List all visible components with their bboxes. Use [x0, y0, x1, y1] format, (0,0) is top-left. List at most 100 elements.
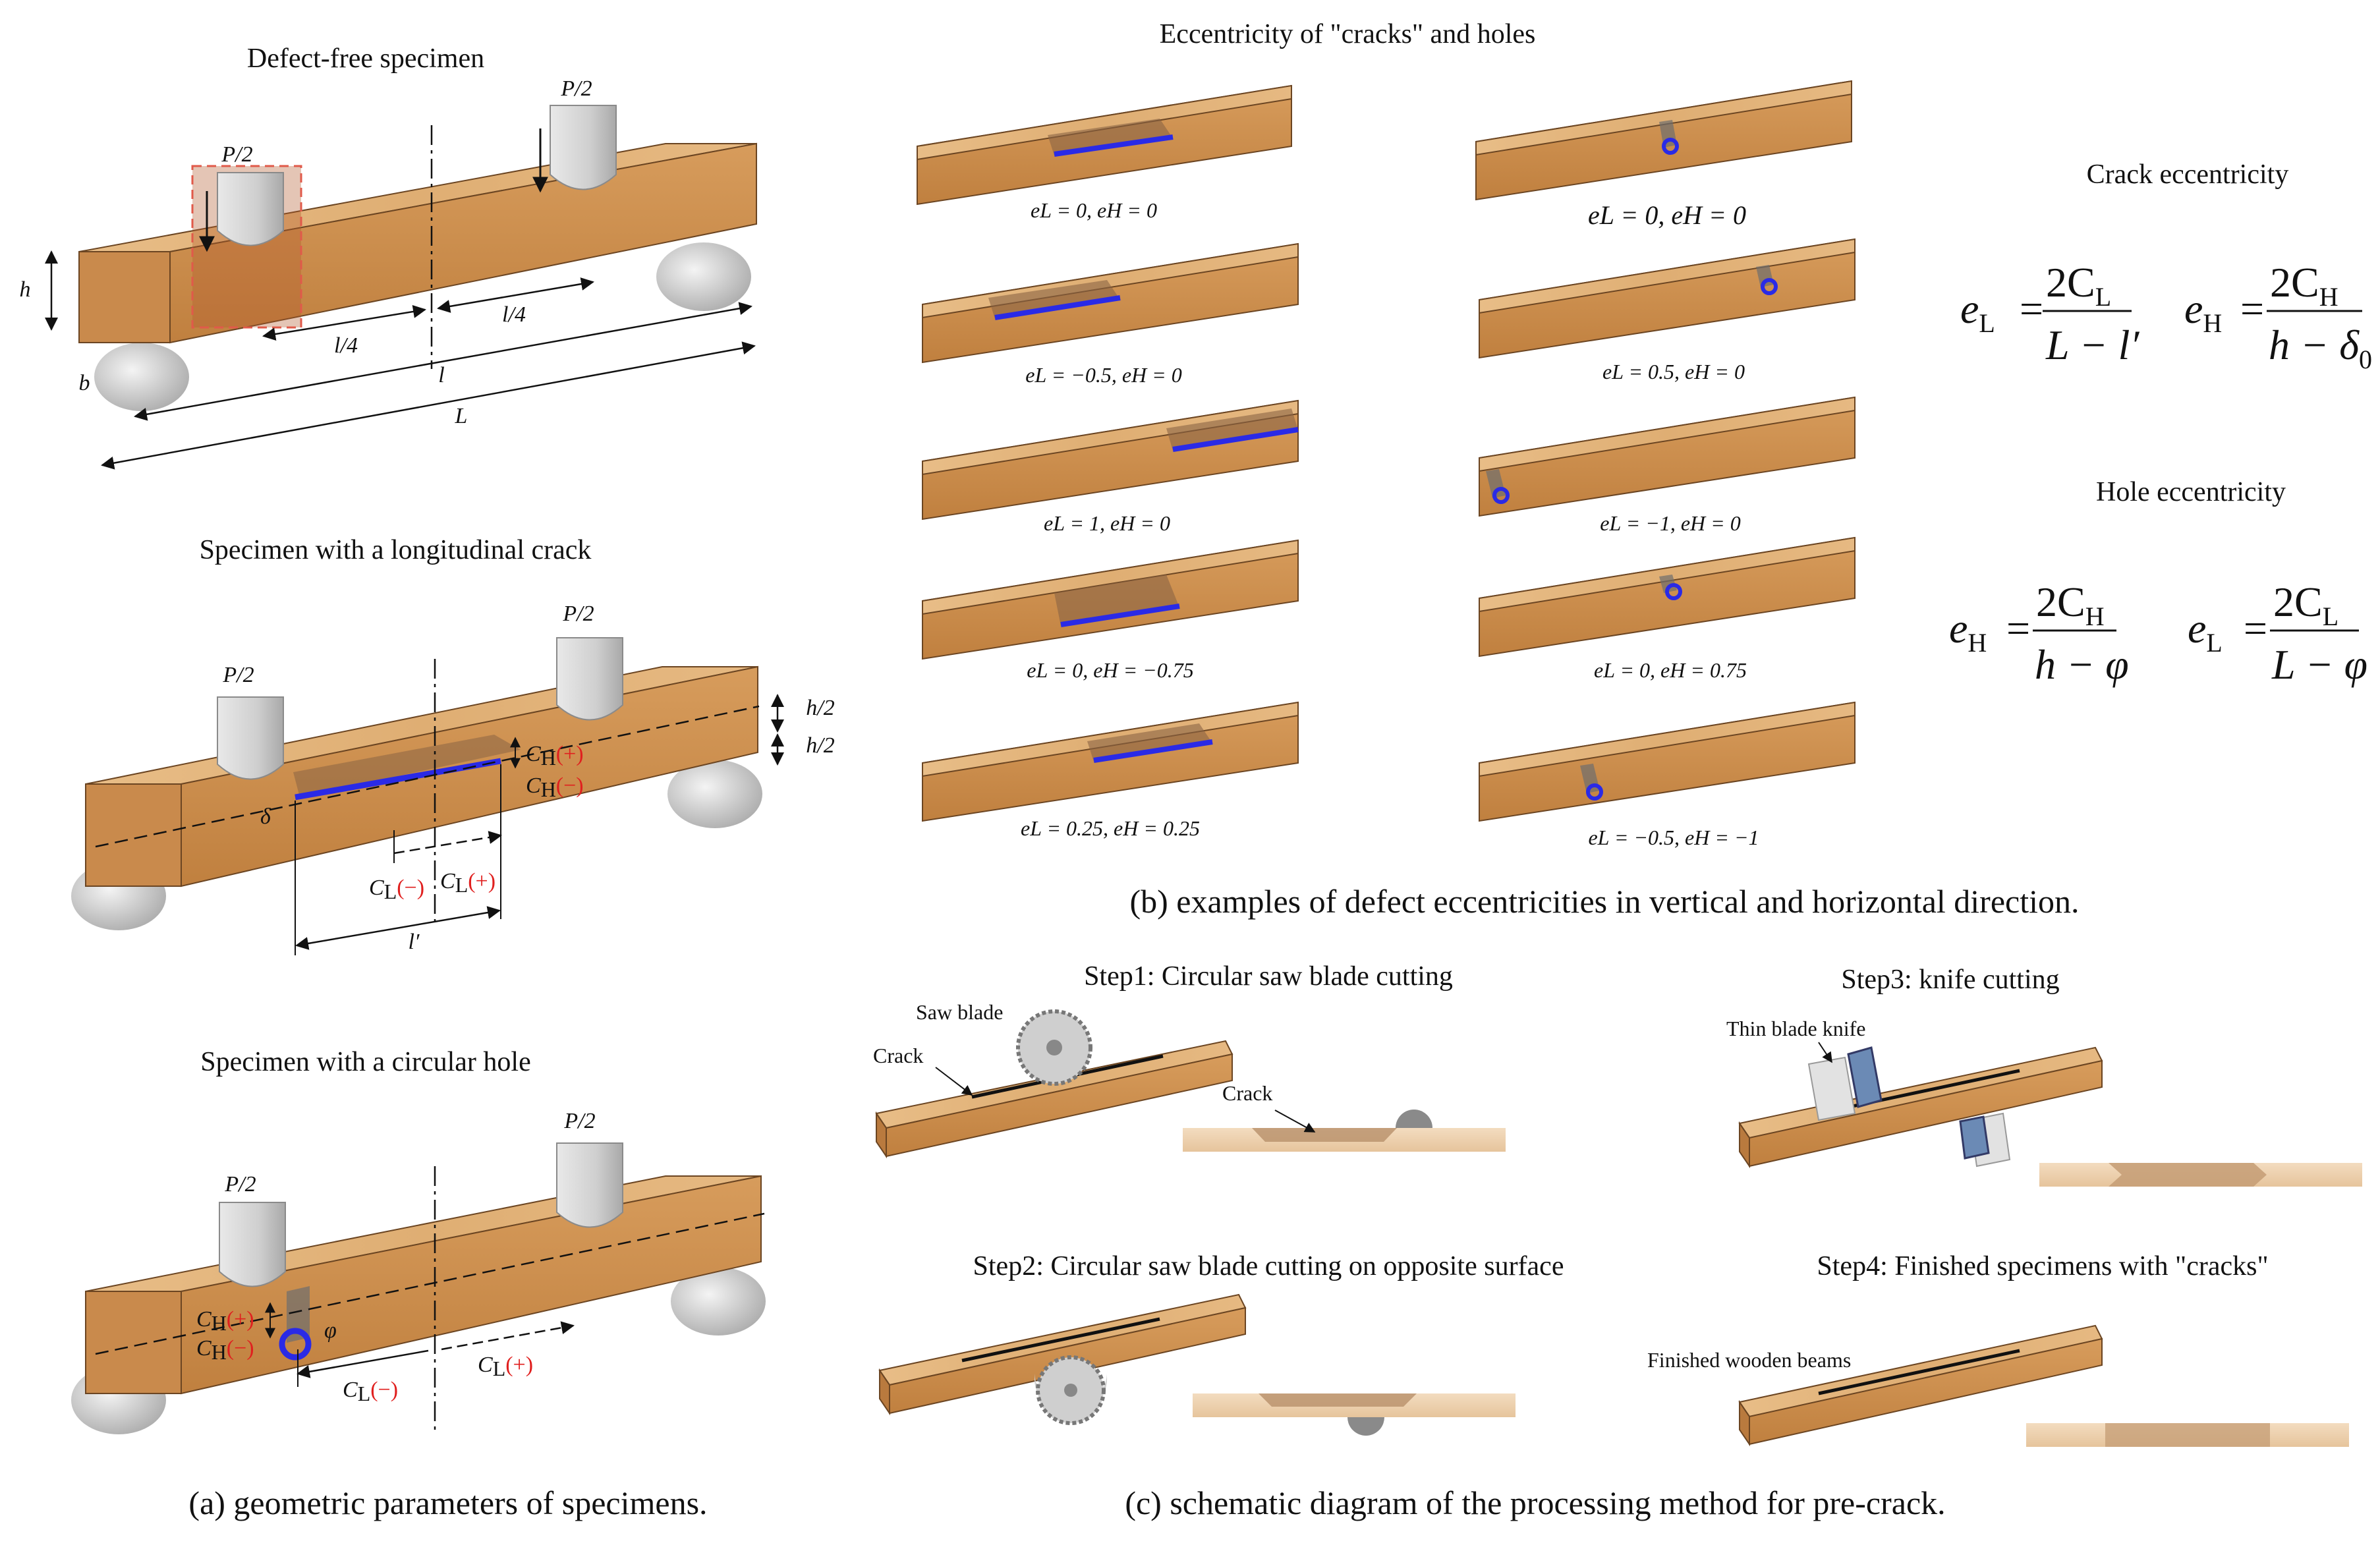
step1-title: Step1: Circular saw blade cutting	[1084, 961, 1453, 992]
hole-neutral-axis	[95, 1212, 765, 1355]
svg-text:=: =	[2240, 285, 2264, 332]
crack-neutral-axis	[95, 705, 760, 848]
hole-label-5: eL = −0.5, eH = −1	[1588, 826, 1759, 849]
panel-c: Step1: Circular saw blade cutting Step2:…	[873, 961, 2362, 1521]
span-label: l	[438, 363, 444, 387]
crack-beam-2: eL = −0.5, eH = 0	[922, 242, 1299, 387]
hole-circle	[279, 1328, 312, 1361]
height-label: h	[20, 277, 31, 302]
step2-title: Step2: Circular saw blade cutting on opp…	[973, 1251, 1564, 1281]
caption-a: (a) geometric parameters of specimens.	[188, 1484, 707, 1521]
crack-label-step1-side: Crack	[1222, 1081, 1272, 1105]
hole-beam-4: eL = 0, eH = 0.75	[1479, 536, 1856, 682]
svg-text:eL: eL	[1960, 285, 1995, 338]
crack-beam-1: eL = 0, eH = 0	[917, 84, 1292, 222]
crack-label-step1: Crack	[873, 1044, 923, 1067]
hole-beam-2: eL = 0.5, eH = 0	[1479, 238, 1856, 383]
hole-ch-plus-label: CH(+)	[196, 1307, 254, 1335]
svg-text:h − δ0: h − δ0	[2269, 322, 2372, 374]
crack-specimen-title: Specimen with a longitudinal crack	[200, 535, 592, 565]
crack-specimen: Specimen with a longitudinal crack P/2 P…	[71, 535, 835, 955]
hole-specimen-title: Specimen with a circular hole	[200, 1047, 530, 1077]
hole-label-3: eL = −1, eH = 0	[1600, 511, 1741, 535]
crack-length-label: l′	[409, 930, 420, 954]
svg-text:h − φ: h − φ	[2035, 641, 2129, 688]
svg-text:2CH: 2CH	[2270, 259, 2338, 312]
crack-right-roller	[667, 760, 762, 828]
crack-beam-end	[85, 783, 182, 887]
width-label: b	[79, 371, 90, 395]
caption-b: (b) examples of defect eccentricities in…	[1129, 883, 2079, 920]
hole-beam-3: eL = −1, eH = 0	[1479, 396, 1856, 535]
hole-right-head	[556, 1142, 623, 1228]
thin-knife-label: Thin blade knife	[1726, 1017, 1865, 1040]
finished-beams-label: Finished wooden beams	[1647, 1348, 1851, 1372]
length-dimension	[101, 341, 756, 470]
hole-ch-minus-label: CH(−)	[196, 1336, 254, 1364]
hole-eccentricity-title: Hole eccentricity	[2096, 477, 2286, 507]
hole-cl-minus-line	[297, 1349, 429, 1378]
crack-label-5: eL = 0.25, eH = 0.25	[1021, 816, 1200, 840]
formula-crack-l: eL = 2CL L − l′	[1960, 259, 2139, 368]
svg-text:2CL: 2CL	[2273, 578, 2338, 631]
crack-beam-4: eL = 0, eH = −0.75	[922, 539, 1299, 682]
svg-text:=: =	[2006, 605, 2030, 652]
formula-hole-l: eL = 2CL L − φ	[2188, 578, 2367, 688]
hole-label-2: eL = 0.5, eH = 0	[1602, 360, 1745, 383]
defect-free-load-right: P/2	[560, 76, 592, 101]
crack-beam-3: eL = 1, eH = 0	[922, 399, 1299, 535]
crack-label-3: eL = 1, eH = 0	[1044, 511, 1170, 535]
svg-text:2CL: 2CL	[2046, 259, 2111, 312]
svg-text:=: =	[2020, 285, 2043, 332]
hole-beam-1: eL = 0, eH = 0	[1475, 80, 1852, 230]
beam-end-face	[78, 251, 171, 343]
left-roller	[94, 343, 189, 411]
step4-illustration: Finished wooden beams	[1647, 1324, 2349, 1447]
hole-label-4: eL = 0, eH = 0.75	[1594, 658, 1747, 682]
delta-label: δ	[260, 804, 271, 829]
hole-cl-plus-arrow	[441, 1321, 575, 1351]
hole-left-head	[219, 1202, 286, 1287]
caption-c: (c) schematic diagram of the processing …	[1125, 1484, 1945, 1521]
left-loading-head	[217, 172, 284, 246]
cl-plus-arrow	[393, 831, 502, 855]
panel-b-title: Eccentricity of "cracks" and holes	[1160, 19, 1536, 49]
svg-text:2CH: 2CH	[2036, 578, 2105, 631]
step3-title: Step3: knife cutting	[1841, 965, 2059, 995]
defect-free-load-left: P/2	[221, 142, 252, 167]
crack-load-right: P/2	[562, 602, 594, 626]
step1-illustration: Saw blade Crack Crack	[873, 1000, 1506, 1159]
hole-load-left: P/2	[224, 1172, 256, 1196]
crack-right-head	[556, 637, 623, 721]
length-label: L	[455, 404, 468, 428]
crack-line	[295, 758, 501, 801]
step3-illustration: Thin blade knife	[1726, 1017, 2362, 1187]
knife-left-icon	[1807, 1056, 1856, 1121]
panel-a: Defect-free specimen P/2 P/2 h b l/4	[20, 43, 835, 1521]
crack-beam-5: eL = 0.25, eH = 0.25	[922, 701, 1299, 840]
crack-label-2: eL = −0.5, eH = 0	[1025, 363, 1182, 387]
crack-label-4: eL = 0, eH = −0.75	[1027, 658, 1194, 682]
defect-free-title: Defect-free specimen	[247, 43, 484, 74]
formula-hole-h: eH = 2CH h − φ	[1949, 578, 2129, 688]
svg-text:eH: eH	[2184, 285, 2222, 338]
hole-right-roller	[671, 1267, 766, 1336]
hole-beam-5: eL = −0.5, eH = −1	[1479, 701, 1856, 849]
crack-left-head	[217, 696, 284, 780]
hole-beam-end	[85, 1291, 182, 1394]
crack-plane	[293, 735, 521, 797]
right-loading-head	[550, 105, 617, 190]
defect-free-specimen: Defect-free specimen P/2 P/2 h b l/4	[20, 43, 757, 470]
hole-specimen: Specimen with a circular hole P/2 P/2 CH…	[71, 1047, 766, 1434]
formula-crack-h: eH = 2CH h − δ0	[2184, 259, 2372, 374]
crack-load-left: P/2	[222, 663, 254, 687]
svg-text:eH: eH	[1949, 605, 1987, 658]
half-height-top: h/2	[806, 696, 834, 720]
crack-eccentricity-title: Crack eccentricity	[2087, 159, 2289, 190]
quarter-left-label: l/4	[334, 333, 358, 358]
quarter-right-label: l/4	[502, 302, 526, 327]
hole-load-right: P/2	[563, 1109, 595, 1133]
crack-label-1: eL = 0, eH = 0	[1031, 198, 1157, 222]
half-height-bottom: h/2	[806, 733, 834, 758]
